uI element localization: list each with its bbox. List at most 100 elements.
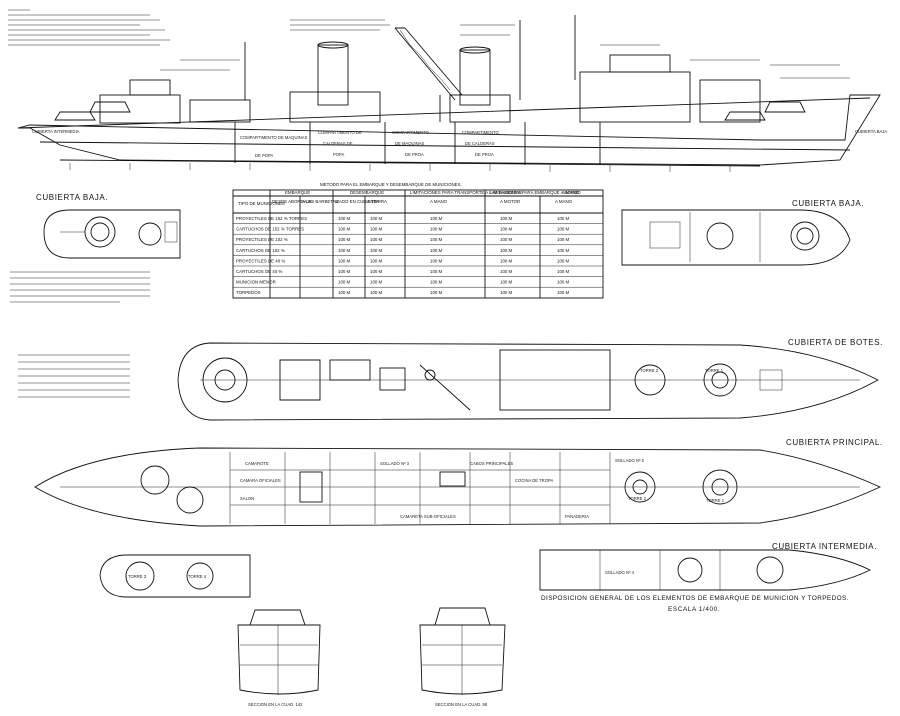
label-camareta-suboficiales: CAMARETA SUB-OFICIALES [400, 514, 456, 519]
table-cell: 100 M [370, 216, 383, 221]
label-comp-calderas-proa-2: DE CALDERAS [465, 141, 495, 146]
label-comp-maquinas-popa-2: DE POPA [255, 153, 274, 158]
table-cell: 100 M [370, 258, 383, 263]
table-header-embarque: EMBARQUE [285, 190, 310, 195]
table-row-label: TORPEDOS [236, 290, 261, 295]
table-header-a-mano: A MANO [562, 190, 580, 195]
label-profile-cubierta-intermedia: CUBIERTA INTERMEDIA [32, 129, 80, 134]
label-comp-maquinas-proa-1: COMPARTIMENTO [392, 130, 430, 135]
table-cell: 100 M [557, 227, 570, 232]
table-cell: 100 M [500, 290, 513, 295]
title-cubierta-botes: CUBIERTA DE BOTES. [788, 338, 883, 347]
table-row-label: CARTUCHOS DE 102 % [236, 248, 285, 253]
table-cell: 100 M [338, 290, 351, 295]
general-notes [8, 9, 170, 46]
label-camara-oficiales: CAMARA OFICIALES [240, 478, 281, 483]
table-cell: 100 M [338, 258, 351, 263]
title-cubierta-baja-left: CUBIERTA BAJA. [36, 193, 108, 202]
cubierta-intermedia-plan: CUBIERTA INTERMEDIA. TORRE 3 TORRE 4 SOL… [99, 542, 877, 598]
table-cell: 100 M [370, 269, 383, 274]
table-cell: 100 M [430, 227, 443, 232]
table-header-tipo: TIPO DE MUNICIONES [238, 201, 285, 206]
label-comp-maquinas-proa-2: DE MAQUINAS [395, 141, 425, 146]
cubierta-principal-plan: CUBIERTA PRINCIPAL. CAMAROTE CAMARA OFIC… [34, 438, 883, 527]
ship-profile: COMPARTIMENTO DE MAQUINAS DE POPA COMPAR… [17, 15, 887, 172]
title-cubierta-baja-right: CUBIERTA BAJA. [792, 199, 864, 208]
table-cell: 100 M [557, 237, 570, 242]
legend-lines-left [10, 271, 150, 303]
label-profile-cubierta-baja: CUBIERTA BAJA [855, 129, 887, 134]
label-cabos-principales: CABOS PRINCIPALES [470, 461, 513, 466]
label-comp-calderas-proa-3: DE PROA [475, 152, 494, 157]
table-row-label: PROYECTILES DE 152 % TORRES [236, 216, 307, 221]
label-comp-maquinas-popa-1: COMPARTIMENTO DE MAQUINAS [240, 135, 307, 140]
label-comp-calderas-popa-1: COMPARTIMENTO DE [318, 130, 362, 135]
table-cell: 100 M [557, 258, 570, 263]
table-cell: 100 M [338, 237, 351, 242]
table-cell: 100 M [500, 237, 513, 242]
table-cell: 100 M [370, 227, 383, 232]
table-header-lim-bordo: LIMITACIONES PARA EMBARQUE A BORDO [490, 190, 581, 195]
table-cell: 100 M [557, 290, 570, 295]
table-cell: 100 M [500, 216, 513, 221]
cubierta-baja-fore-plan: CUBIERTA BAJA. [621, 199, 864, 266]
table-cell: 100 M [430, 248, 443, 253]
table-cell: 100 M [370, 237, 383, 242]
table-cell: 100 M [338, 227, 351, 232]
table-cell: 100 M [338, 280, 351, 285]
munitions-table: METODO PARA EL EMBARQUE Y DESEMBARQUE DE… [232, 182, 604, 299]
label-panaderia: PANADERIA [565, 514, 589, 519]
frame-ticks [69, 163, 731, 172]
table-row-label: PROYECTILES DE 40 % [236, 258, 285, 263]
table-cell: 100 M [430, 280, 443, 285]
label-intermedia-torre-4: TORRE 4 [188, 574, 207, 579]
table-cell: 100 M [370, 280, 383, 285]
cubierta-baja-aft-plan: CUBIERTA BAJA. [10, 193, 181, 303]
table-cell: 100 M [338, 248, 351, 253]
table-cell: 100 M [338, 269, 351, 274]
table-cell: 100 M [557, 248, 570, 253]
table-cell: 100 M [370, 248, 383, 253]
table-cell: 100 M [500, 227, 513, 232]
label-comp-calderas-popa-3: POPA [333, 152, 345, 157]
label-sollado-4: SOLLADO Nº 4 [605, 570, 635, 575]
table-cell: 100 M [430, 269, 443, 274]
legend-lines-botes [18, 354, 130, 398]
table-row-label: CARTUCHOS DE 40 % [236, 269, 282, 274]
label-camarote: CAMAROTE [245, 461, 269, 466]
table-cell: 100 M [338, 216, 351, 221]
table-cell: 100 M [430, 237, 443, 242]
label-sollado-2: SOLLADO Nº 2 [615, 458, 645, 463]
label-botes-torre-1: TORRE 1 [705, 368, 724, 373]
label-comp-calderas-proa-1: COMPARTIMENTO [462, 130, 500, 135]
table-sub-4: A MANO [430, 199, 448, 204]
table-row-label: PROYECTILES DE 102 % [236, 237, 288, 242]
table-body: PROYECTILES DE 152 % TORRES 100 M 100 M 100… [233, 216, 603, 299]
table-cell: 100 M [370, 290, 383, 295]
label-comp-calderas-popa-2: CALDERAS DE [323, 141, 353, 146]
section-aft: SECCION EN LA CUAD. 142 [237, 609, 321, 707]
title-cubierta-intermedia: CUBIERTA INTERMEDIA. [772, 542, 877, 551]
table-sub-3: A TIERRA [367, 199, 387, 204]
label-principal-torre-1: TORRE 1 [706, 498, 725, 503]
table-sub-1: A LAS BARBETAS [302, 199, 339, 204]
table-sub-2: IZADO EN CUBIERTA [335, 199, 379, 204]
cubierta-botes-plan: CUBIERTA DE BOTES. TORRE 2 TORRE 1 [18, 338, 883, 421]
table-sub-5: A MOTOR [500, 199, 520, 204]
table-cell: 100 M [500, 280, 513, 285]
table-cell: 100 M [557, 280, 570, 285]
table-header-lim-barbetas: LIMITACIONES PARA TRANSPORTE A LAS BARBE… [410, 190, 522, 195]
table-cell: 100 M [557, 216, 570, 221]
table-header-desembarque: DESEMBARQUE [350, 190, 384, 195]
label-sollado-3: SOLLADO Nº 3 [380, 461, 410, 466]
title-cubierta-principal: CUBIERTA PRINCIPAL. [786, 438, 883, 447]
label-intermedia-torre-3: TORRE 3 [128, 574, 147, 579]
table-cell: 100 M [430, 290, 443, 295]
main-title: DISPOSICION GENERAL DE LOS ELEMENTOS DE … [541, 595, 849, 602]
table-sub-0: DESDE ABORDAJE [272, 199, 312, 204]
scale-label: ESCALA 1/400. [668, 606, 720, 613]
table-cell: 100 M [500, 258, 513, 263]
label-principal-torre-2: TORRE 2 [628, 496, 647, 501]
label-cocina-tropa: COCINA DE TROPA [515, 478, 553, 483]
